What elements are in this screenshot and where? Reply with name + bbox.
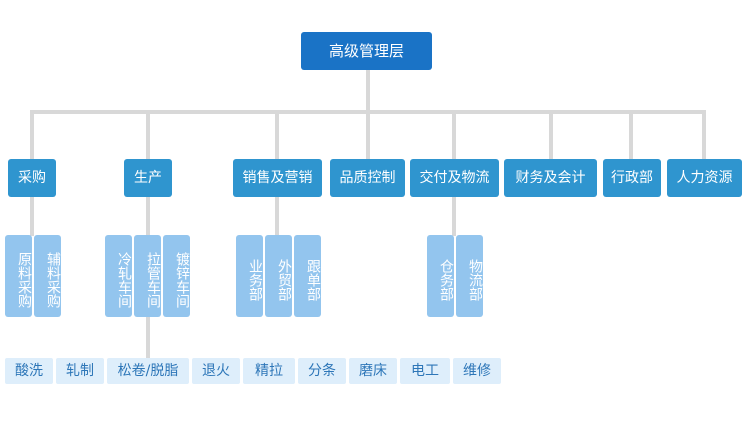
sub-foreign-trade-dept: 外贸部 [265,235,292,317]
dept-administration: 行政部 [603,159,661,197]
process-fine-drawing: 精拉 [243,358,295,384]
process-maintenance: 维修 [453,358,501,384]
dept-production: 生产 [124,159,172,197]
root-trunk-line [366,70,370,112]
dept-finance-accounting: 财务及会计 [504,159,597,197]
dept-delivery-logistics: 交付及物流 [410,159,499,197]
dept-quality-control: 品质控制 [330,159,405,197]
process-slitting: 分条 [298,358,346,384]
drop-line-production [146,112,150,160]
senior-management-node: 高级管理层 [301,32,432,70]
procurement-sub-line [30,196,34,236]
dept-procurement: 采购 [8,159,56,197]
sub-raw-material-procurement: 原料采购 [5,235,32,317]
process-pickling: 酸洗 [5,358,53,384]
sub-auxiliary-procurement: 辅料采购 [34,235,61,317]
drop-line-procurement [30,112,34,160]
drop-line-hr [702,112,706,160]
drop-line-finance [549,112,553,160]
process-grinding: 磨床 [349,358,397,384]
sub-cold-rolling-workshop: 冷轧车间 [105,235,132,317]
dept-sales-marketing: 销售及营销 [233,159,322,197]
process-electrician: 电工 [400,358,450,384]
sub-order-followup-dept: 跟单部 [294,235,321,317]
sub-tube-drawing-workshop: 拉管车间 [134,235,161,317]
drop-line-quality [366,112,370,160]
drop-line-admin [629,112,633,160]
sub-business-dept: 业务部 [236,235,263,317]
drop-line-logistics [452,112,456,160]
process-annealing: 退火 [192,358,240,384]
logistics-sub-line [452,196,456,236]
sub-logistics-dept: 物流部 [456,235,483,317]
process-uncoiling-degreasing: 松卷/脱脂 [107,358,189,384]
sales-sub-line [275,196,279,236]
dept-human-resources: 人力资源 [667,159,742,197]
sub-galvanizing-workshop: 镀锌车间 [163,235,190,317]
drop-line-sales [275,112,279,160]
process-rolling: 轧制 [56,358,104,384]
sub-warehouse-dept: 仓务部 [427,235,454,317]
